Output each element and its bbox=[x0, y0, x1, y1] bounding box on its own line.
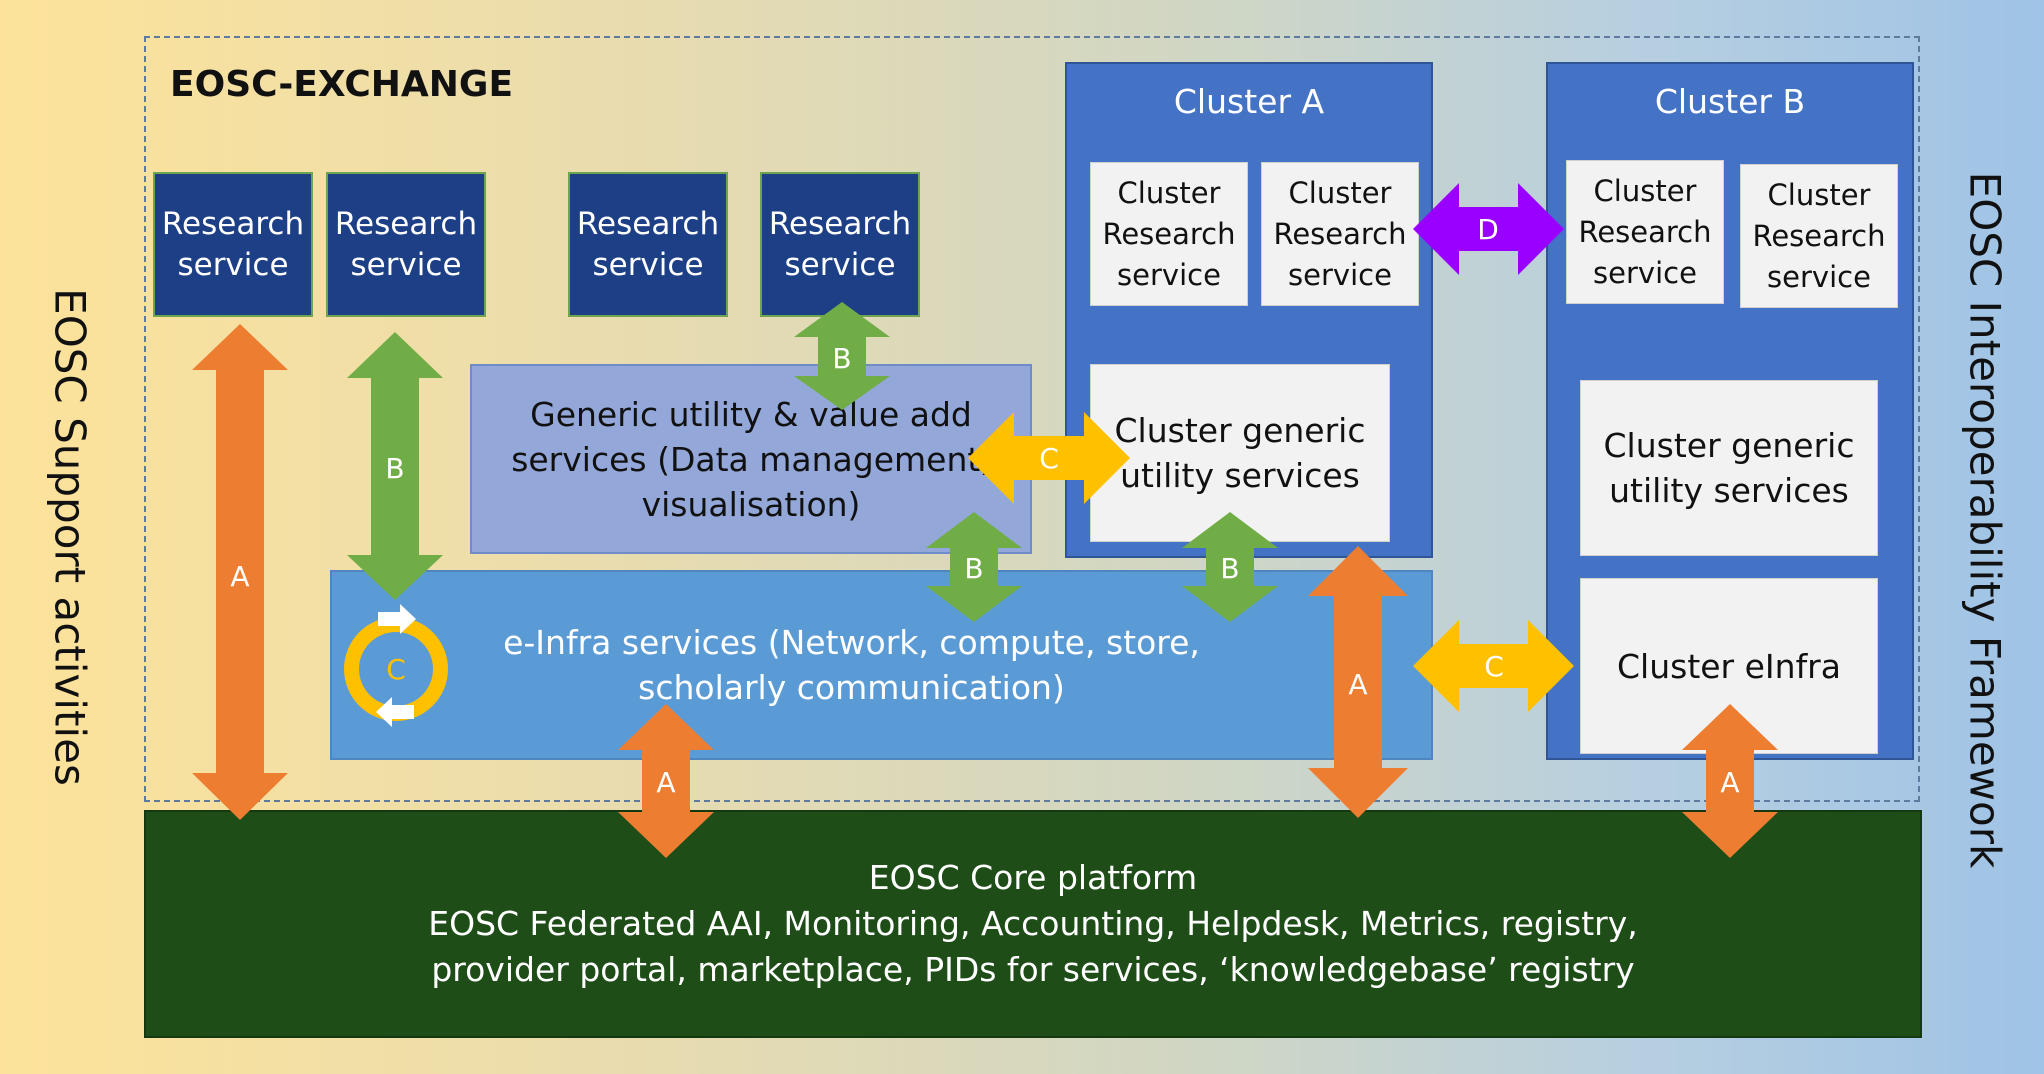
cluster-b-research-service-1: Cluster Research service bbox=[1566, 160, 1724, 304]
cluster-b-title: Cluster B bbox=[1654, 82, 1806, 121]
core-platform-line3: provider portal, marketplace, PIDs for s… bbox=[431, 950, 1635, 989]
research-service-4-line1: Research bbox=[768, 205, 912, 242]
research-service-1: Research service bbox=[153, 172, 313, 317]
arrow-c-einfra-cluster-b bbox=[1413, 620, 1574, 712]
core-platform-title: EOSC Core platform bbox=[868, 858, 1198, 897]
arrow-b-einfra-right-label: B bbox=[1220, 551, 1240, 585]
cluster-a-title: Cluster A bbox=[1173, 82, 1325, 121]
arrow-a-left-label: A bbox=[230, 559, 250, 593]
research-service-2-line1: Research bbox=[334, 205, 478, 242]
arrow-c-generic-cluster bbox=[968, 412, 1130, 504]
arrow-d-clusters-label: D bbox=[1477, 212, 1499, 246]
cycle-c-icon bbox=[344, 604, 448, 727]
arrow-b-generic-top-label: B bbox=[832, 341, 852, 375]
exchange-title: EOSC-EXCHANGE bbox=[170, 64, 514, 105]
core-platform: EOSC Core platform EOSC Federated AAI, M… bbox=[144, 810, 1922, 1038]
arrow-b-generic-top bbox=[794, 302, 890, 410]
research-service-2: Research service bbox=[326, 172, 486, 317]
core-platform-line2: EOSC Federated AAI, Monitoring, Accounti… bbox=[428, 904, 1638, 943]
arrow-a-einfra-core bbox=[618, 704, 714, 858]
cluster-a-research-service-1: Cluster Research service bbox=[1090, 162, 1248, 306]
arrow-b-einfra-mid-label: B bbox=[964, 551, 984, 585]
arrow-c-einfra-cluster-b-label: C bbox=[1484, 649, 1504, 683]
arrow-a-cluster-a bbox=[1308, 546, 1408, 818]
arrow-a-cluster-b-label: A bbox=[1720, 765, 1740, 799]
research-service-2-line2: service bbox=[350, 246, 462, 283]
arrow-b-einfra-mid bbox=[926, 512, 1022, 622]
research-service-1-line1: Research bbox=[161, 205, 305, 242]
arrow-a-cluster-b bbox=[1682, 704, 1778, 858]
research-service-3: Research service bbox=[568, 172, 728, 317]
arrow-a-cluster-a-label: A bbox=[1348, 667, 1368, 701]
cluster-b-generic-utility: Cluster generic utility services bbox=[1580, 380, 1878, 556]
arrow-c-generic-cluster-label: C bbox=[1039, 441, 1059, 475]
exchange-region bbox=[144, 36, 1920, 802]
research-service-3-line2: service bbox=[592, 246, 704, 283]
arrow-d-clusters bbox=[1413, 183, 1564, 275]
arrow-a-einfra-core-label: A bbox=[656, 765, 676, 799]
cluster-a-generic-utility: Cluster generic utility services bbox=[1090, 364, 1390, 542]
cluster-a-research-service-2: Cluster Research service bbox=[1261, 162, 1419, 306]
research-service-1-line2: service bbox=[177, 246, 289, 283]
arrow-b-research bbox=[347, 332, 443, 600]
arrow-a-left bbox=[192, 324, 288, 820]
arrow-b-research-label: B bbox=[385, 451, 405, 485]
research-service-4-line2: service bbox=[784, 246, 896, 283]
cycle-c-icon-label: C bbox=[386, 652, 406, 686]
research-service-3-line1: Research bbox=[576, 205, 720, 242]
research-service-4: Research service bbox=[760, 172, 920, 317]
generic-utility-box: Generic utility & value add services (Da… bbox=[470, 364, 1032, 554]
arrow-b-einfra-right bbox=[1182, 512, 1278, 622]
cluster-b-research-service-2: Cluster Research service bbox=[1740, 164, 1898, 308]
